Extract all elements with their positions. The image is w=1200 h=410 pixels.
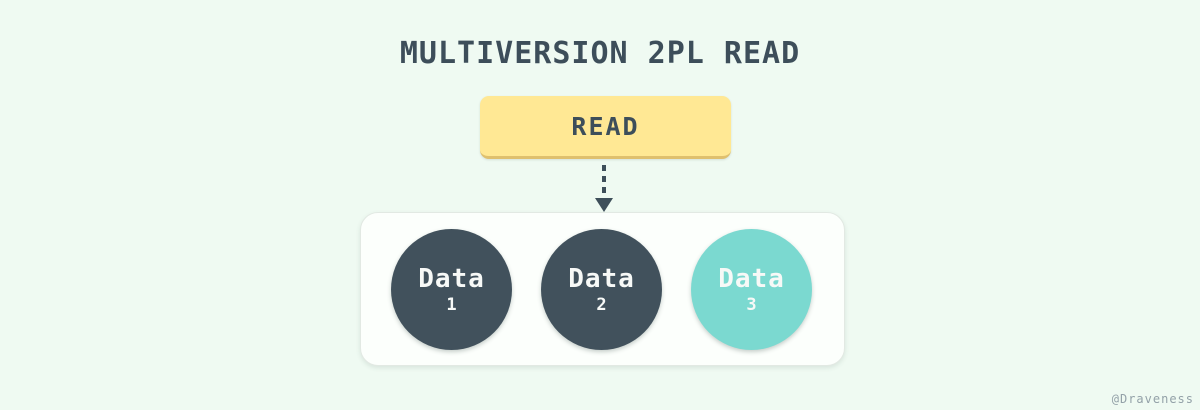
data-circle-2: Data 2 xyxy=(541,229,662,350)
data-circle-3: Data 3 xyxy=(691,229,812,350)
data-circle-2-number: 2 xyxy=(596,294,607,315)
data-circle-1-number: 1 xyxy=(446,294,457,315)
read-node: READ xyxy=(480,96,731,159)
data-circle-3-number: 3 xyxy=(746,294,757,315)
data-circle-3-label: Data xyxy=(718,263,785,294)
page-title: MULTIVERSION 2PL READ xyxy=(399,36,801,71)
data-circle-1: Data 1 xyxy=(391,229,512,350)
data-circle-2-label: Data xyxy=(568,263,635,294)
arrow-down-head-icon xyxy=(595,198,613,212)
read-node-label: READ xyxy=(571,111,640,141)
arrow-down-dashed-line xyxy=(602,165,606,199)
watermark: @Draveness xyxy=(1111,392,1194,406)
data-circle-1-label: Data xyxy=(418,263,485,294)
